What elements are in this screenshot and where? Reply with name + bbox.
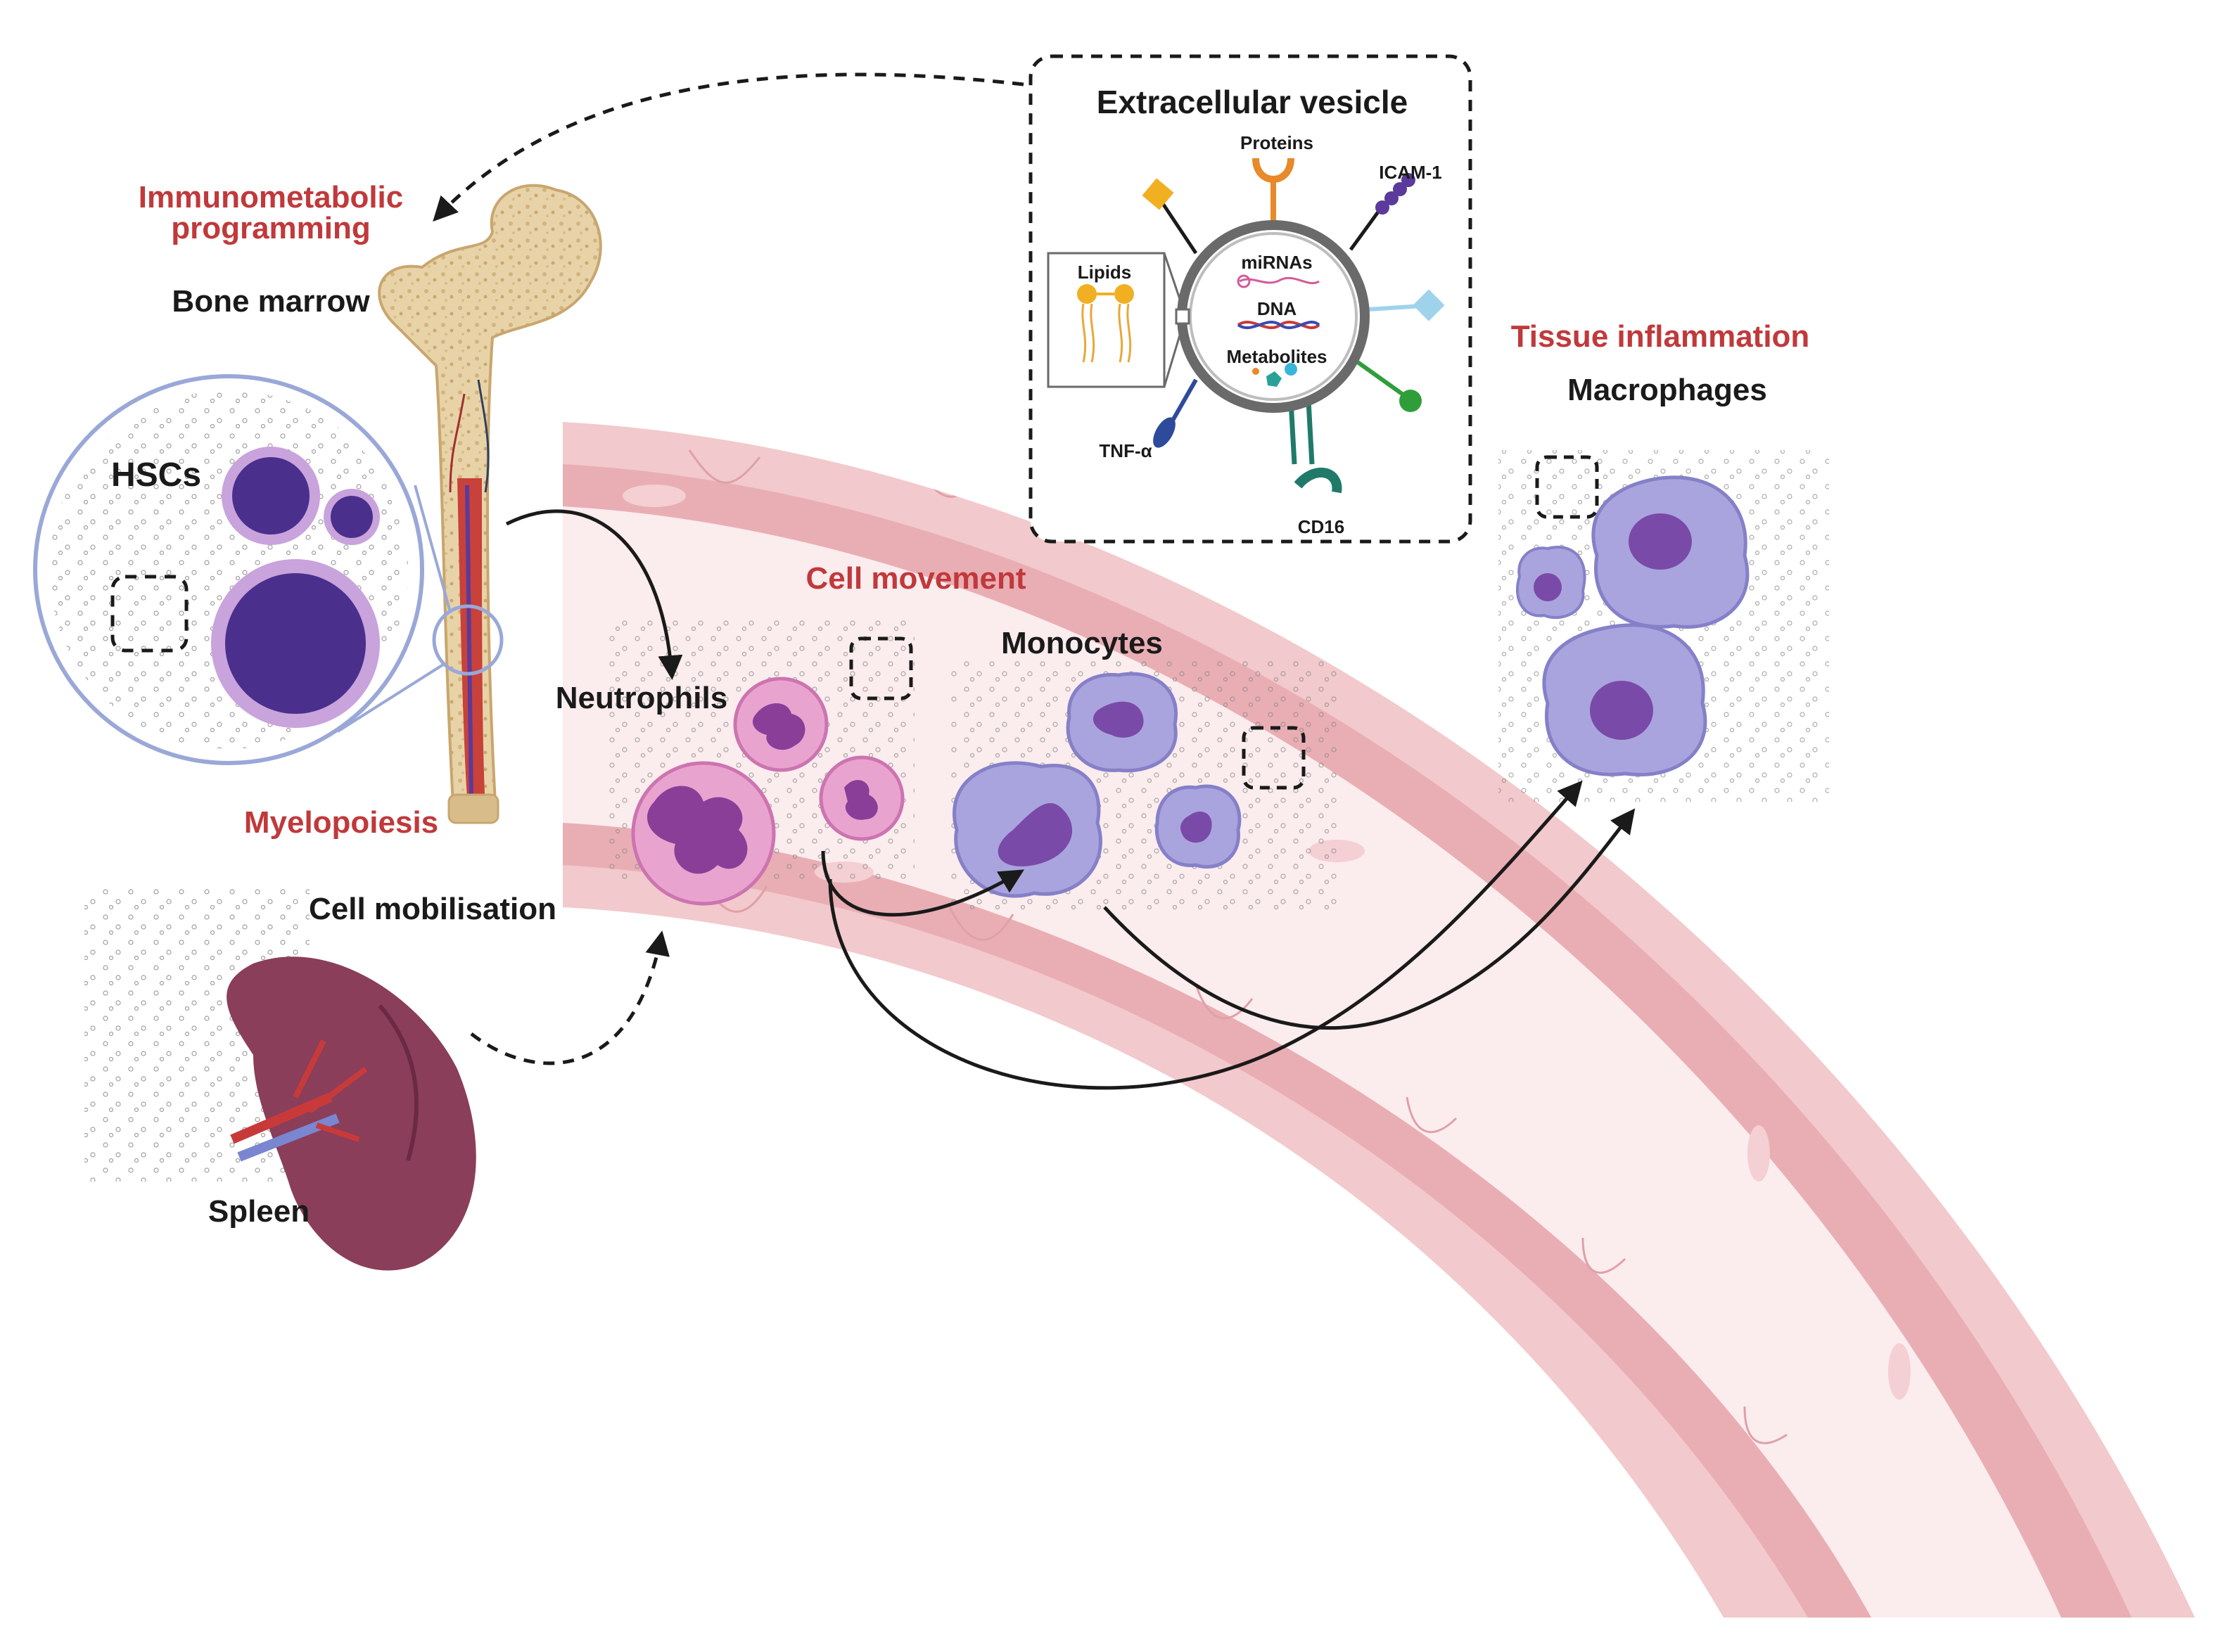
ev-marker-macrophage	[1535, 455, 1599, 519]
arrow-ev-to-bone	[433, 72, 1024, 222]
blood-vessel	[563, 422, 2195, 1618]
label-tissue-inflammation: Tissue inflammation	[1510, 319, 1810, 354]
neutrophils	[605, 619, 915, 906]
label-programming: programming	[171, 211, 371, 245]
label-bone-marrow: Bone marrow	[172, 284, 370, 319]
label-cell-mobilisation: Cell mobilisation	[308, 892, 557, 926]
arrow-spleen-to-vessel	[470, 930, 670, 1065]
macrophage-1	[1591, 475, 1750, 629]
ev-title: Extracellular vesicle	[1096, 84, 1408, 120]
mirna-icon	[1239, 276, 1320, 285]
ev-marker-monocyte	[1242, 726, 1306, 790]
monocyte-1	[953, 761, 1102, 898]
arrow-bone-to-neutrophils	[505, 509, 683, 680]
lipid-zoom-box	[1047, 252, 1166, 388]
marrow-vessel	[465, 485, 473, 802]
ev-label-tnf: TNF-α	[1099, 440, 1152, 461]
icam-1-receptor	[1375, 173, 1415, 214]
hsc-cell-2	[324, 489, 380, 545]
label-spleen: Spleen	[208, 1194, 310, 1229]
label-neutrophils: Neutrophils	[555, 681, 728, 715]
ev-marker-neutrophil	[849, 636, 913, 700]
bone-shape	[378, 184, 602, 817]
hsc-cell-1	[222, 447, 320, 545]
macrophage-small	[1515, 546, 1586, 620]
cd16-receptor	[1294, 468, 1342, 494]
ev-label-mirnas: miRNAs	[1241, 252, 1313, 273]
macrophages	[1498, 450, 1829, 802]
ev-marker-hsc	[110, 575, 189, 653]
vessel-lumen	[563, 506, 2061, 1618]
label-macrophages: Macrophages	[1567, 373, 1767, 407]
bone-marrow-illustration	[336, 184, 602, 824]
neutrophil-2	[733, 677, 829, 772]
label-cell-movement: Cell movement	[805, 561, 1026, 596]
macrophage-2	[1542, 623, 1707, 776]
monocyte-3	[1154, 784, 1242, 869]
spleen-illustration	[84, 886, 476, 1271]
label-hscs: HSCs	[111, 456, 202, 494]
arrows	[433, 72, 1636, 1090]
splenic-artery	[230, 1092, 333, 1144]
label-immunometabolic: Immunometabolic	[138, 180, 404, 214]
monocyte-2	[1066, 672, 1178, 773]
hsc-cell-3	[211, 559, 380, 728]
spleen-shape	[227, 956, 476, 1271]
ev-label-cd16: CD16	[1297, 516, 1345, 537]
lipid-icon	[1077, 284, 1134, 363]
tnf-alpha-receptor	[1153, 417, 1176, 448]
metabolites-icon	[1266, 371, 1282, 387]
ev-label-dna: DNA	[1256, 298, 1297, 319]
arrow-neutrophil-to-tissue	[828, 780, 1583, 1090]
label-monocytes: Monocytes	[1001, 626, 1163, 660]
zoom-circle-small	[432, 604, 504, 676]
ev-label-metabolites: Metabolites	[1226, 346, 1327, 367]
ev-label-proteins: Proteins	[1240, 132, 1314, 153]
neutrophil-3	[819, 755, 905, 841]
ev-label-icam: ICAM-1	[1379, 162, 1442, 183]
protein-receptor	[1252, 158, 1294, 183]
hsc-zoom	[33, 374, 424, 765]
neutrophil-1	[631, 761, 776, 906]
label-myelopoiesis: Myelopoiesis	[243, 805, 439, 840]
arrow-monocyte-to-tissue	[1103, 808, 1636, 1030]
monocytes	[950, 661, 1344, 914]
ev-label-lipids: Lipids	[1077, 262, 1132, 283]
arrow-neutrophil-to-monocyte	[821, 850, 1025, 917]
ev-inset	[1028, 54, 1472, 544]
